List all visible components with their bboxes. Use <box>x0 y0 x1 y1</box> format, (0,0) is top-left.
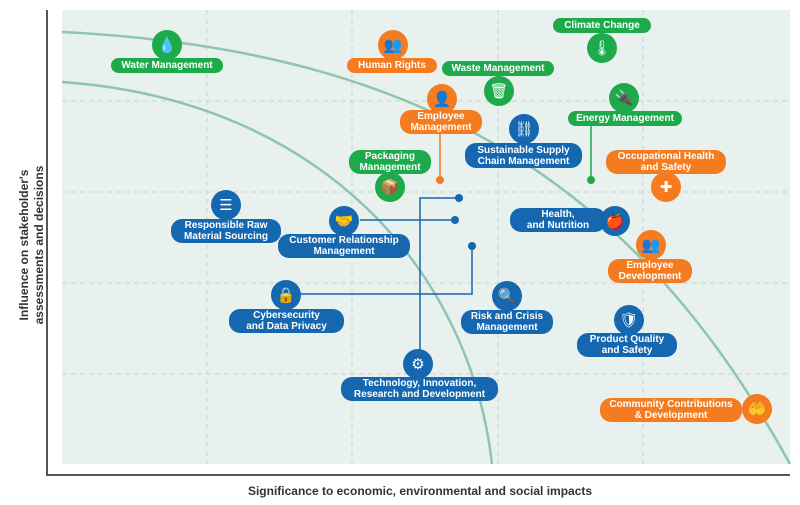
box-icon: 📦 <box>375 172 405 202</box>
topic-community[interactable]: Community Contributions & Development <box>600 398 742 422</box>
handshake-icon: 🤝 <box>329 206 359 236</box>
topic-packaging[interactable]: Packaging Management <box>349 150 431 174</box>
topic-ohs[interactable]: Occupational Health and Safety <box>606 150 726 174</box>
y-axis <box>46 10 48 475</box>
magnifier-icon: 🔍 <box>492 281 522 311</box>
topic-product-quality[interactable]: Product Quality and Safety <box>577 333 677 357</box>
employee-icon: 👤 <box>427 84 457 114</box>
point-energy <box>587 176 595 184</box>
point-technology <box>455 194 463 202</box>
y-axis-title: Influence on stakeholder's assessments a… <box>17 125 51 365</box>
x-axis-title: Significance to economic, environmental … <box>247 484 593 498</box>
topic-climate[interactable]: Climate Change <box>553 18 651 33</box>
stack-icon: ☰ <box>211 190 241 220</box>
topic-health[interactable]: Health, and Nutrition <box>510 208 606 232</box>
leaf-plug-icon: 🔌 <box>609 83 639 113</box>
y-axis-title-line1: Influence on stakeholder's <box>17 169 31 321</box>
topic-risk[interactable]: Risk and Crisis Management <box>461 310 553 334</box>
water-drop-icon: 💧 <box>152 30 182 60</box>
connector-cyber <box>300 246 473 295</box>
topic-employee-development[interactable]: Employee Development <box>608 259 692 283</box>
thermometer-icon: 🌡 <box>587 33 617 63</box>
threshold-curve-inner <box>61 80 494 465</box>
apple-icon: 🍎 <box>600 206 630 236</box>
topic-energy[interactable]: Energy Management <box>568 111 682 126</box>
point-cyber <box>468 242 476 250</box>
topic-employee-management[interactable]: Employee Management <box>400 110 482 134</box>
people-growth-icon: 👥 <box>636 230 666 260</box>
topic-crm[interactable]: Customer Relationship Management <box>278 234 410 258</box>
topic-waste[interactable]: Waste Management <box>442 61 554 76</box>
topic-human-rights[interactable]: Human Rights <box>347 58 437 73</box>
topic-water[interactable]: Water Management <box>111 58 223 73</box>
point-employee-mgmt <box>436 176 444 184</box>
people-group-icon: 👥 <box>378 30 408 60</box>
trash-bin-icon: 🗑 <box>484 76 514 106</box>
gear-brain-icon: ⚙ <box>403 349 433 379</box>
topic-technology[interactable]: Technology, Innovation, Research and Dev… <box>341 377 498 401</box>
community-icon: 🤲 <box>742 394 772 424</box>
point-crm <box>451 216 459 224</box>
topic-raw-material[interactable]: Responsible Raw Material Sourcing <box>171 219 281 243</box>
first-aid-icon: ✚ <box>651 172 681 202</box>
shield-check-icon: 🛡 <box>614 305 644 335</box>
topic-supply-chain[interactable]: Sustainable Supply Chain Management <box>465 143 582 168</box>
supply-chain-icon: ⛓ <box>509 114 539 144</box>
y-axis-title-line2: assessments and decisions <box>32 165 46 325</box>
x-axis <box>46 474 790 476</box>
connector-technology <box>419 197 459 370</box>
lock-icon: 🔒 <box>271 280 301 310</box>
topic-cyber[interactable]: Cybersecurity and Data Privacy <box>229 309 344 333</box>
